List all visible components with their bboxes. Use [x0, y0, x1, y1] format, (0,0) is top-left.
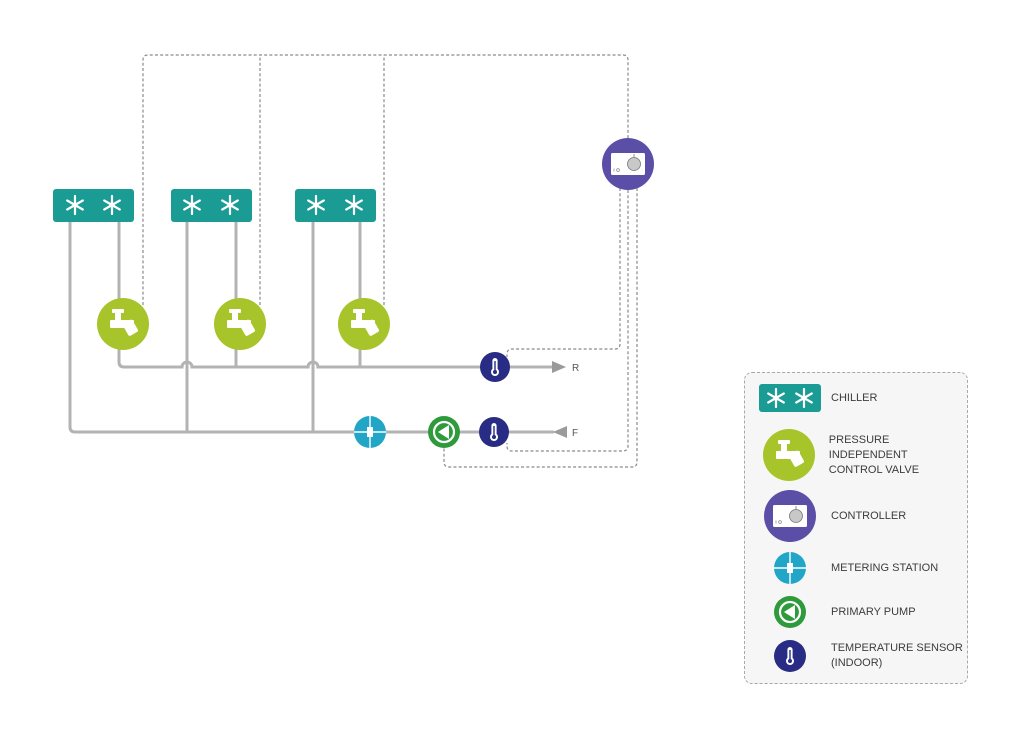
return-arrow [552, 361, 566, 373]
control-valve-icon [351, 309, 379, 336]
controller-icon [764, 490, 816, 542]
legend-label: CHILLER [831, 391, 878, 404]
controller-icon [611, 153, 645, 175]
control-valve-icon [110, 309, 138, 336]
legend-label: METERING STATION [831, 561, 939, 574]
controller [602, 138, 654, 190]
control-valve-icon [227, 309, 255, 336]
legend-item-temperature-sensor: TEMPERATURE SENSOR (INDOOR) [753, 639, 963, 673]
metering-station-icon [774, 552, 806, 584]
flow-temperature-sensor [479, 417, 509, 447]
signal-line-return-sensor [506, 188, 621, 357]
legend-item-metering-station: METERING STATION [753, 551, 938, 585]
control-valve-2 [214, 298, 266, 350]
legend-item-controller: CONTROLLER [753, 489, 906, 543]
legend-metering-symbol [753, 551, 827, 585]
metering-station-icon [354, 416, 386, 448]
legend-item-chiller: CHILLER [753, 383, 877, 413]
flow-direction-markers: R F [552, 361, 579, 439]
metering-station [354, 416, 386, 448]
signal-line-main [142, 54, 629, 305]
legend-label: PRESSURE INDEPENDENT CONTROL VALVE [828, 433, 920, 476]
signal-line-flow-sensor [506, 190, 629, 452]
pump-icon [432, 420, 456, 444]
flow-arrow [553, 426, 567, 438]
flow-label: F [572, 428, 578, 439]
chiller-1 [53, 189, 134, 222]
legend: CHILLER PRESSURE INDEPENDENT CONTROL VAL… [744, 372, 968, 684]
legend-item-primary-pump: PRIMARY PUMP [753, 595, 916, 629]
legend-label: PRIMARY PUMP [831, 605, 916, 618]
return-temperature-sensor [480, 352, 510, 382]
legend-chiller-symbol [753, 383, 827, 413]
thermometer-icon [774, 640, 806, 672]
return-label: R [572, 363, 579, 374]
control-signal-lines [142, 54, 638, 468]
legend-item-control-valve: PRESSURE INDEPENDENT CONTROL VALVE [753, 427, 967, 483]
legend-controller-symbol [753, 489, 827, 543]
chiller-2 [171, 189, 252, 222]
snowflake-icon [759, 384, 821, 412]
control-valve-icon [762, 429, 815, 481]
pump-icon [774, 596, 806, 628]
control-valve-1 [97, 298, 149, 350]
legend-label: TEMPERATURE SENSOR (INDOOR) [831, 642, 963, 669]
legend-label: CONTROLLER [831, 509, 907, 522]
signal-line-pump [443, 188, 638, 468]
legend-valve-symbol [753, 427, 825, 483]
thermometer-icon [490, 423, 498, 441]
flow-header-pipe [68, 218, 555, 434]
primary-pump [428, 416, 460, 448]
chiller-3 [295, 189, 376, 222]
legend-pump-symbol [753, 595, 827, 629]
control-valve-3 [338, 298, 390, 350]
thermometer-icon [491, 358, 499, 376]
legend-sensor-symbol [753, 639, 827, 673]
